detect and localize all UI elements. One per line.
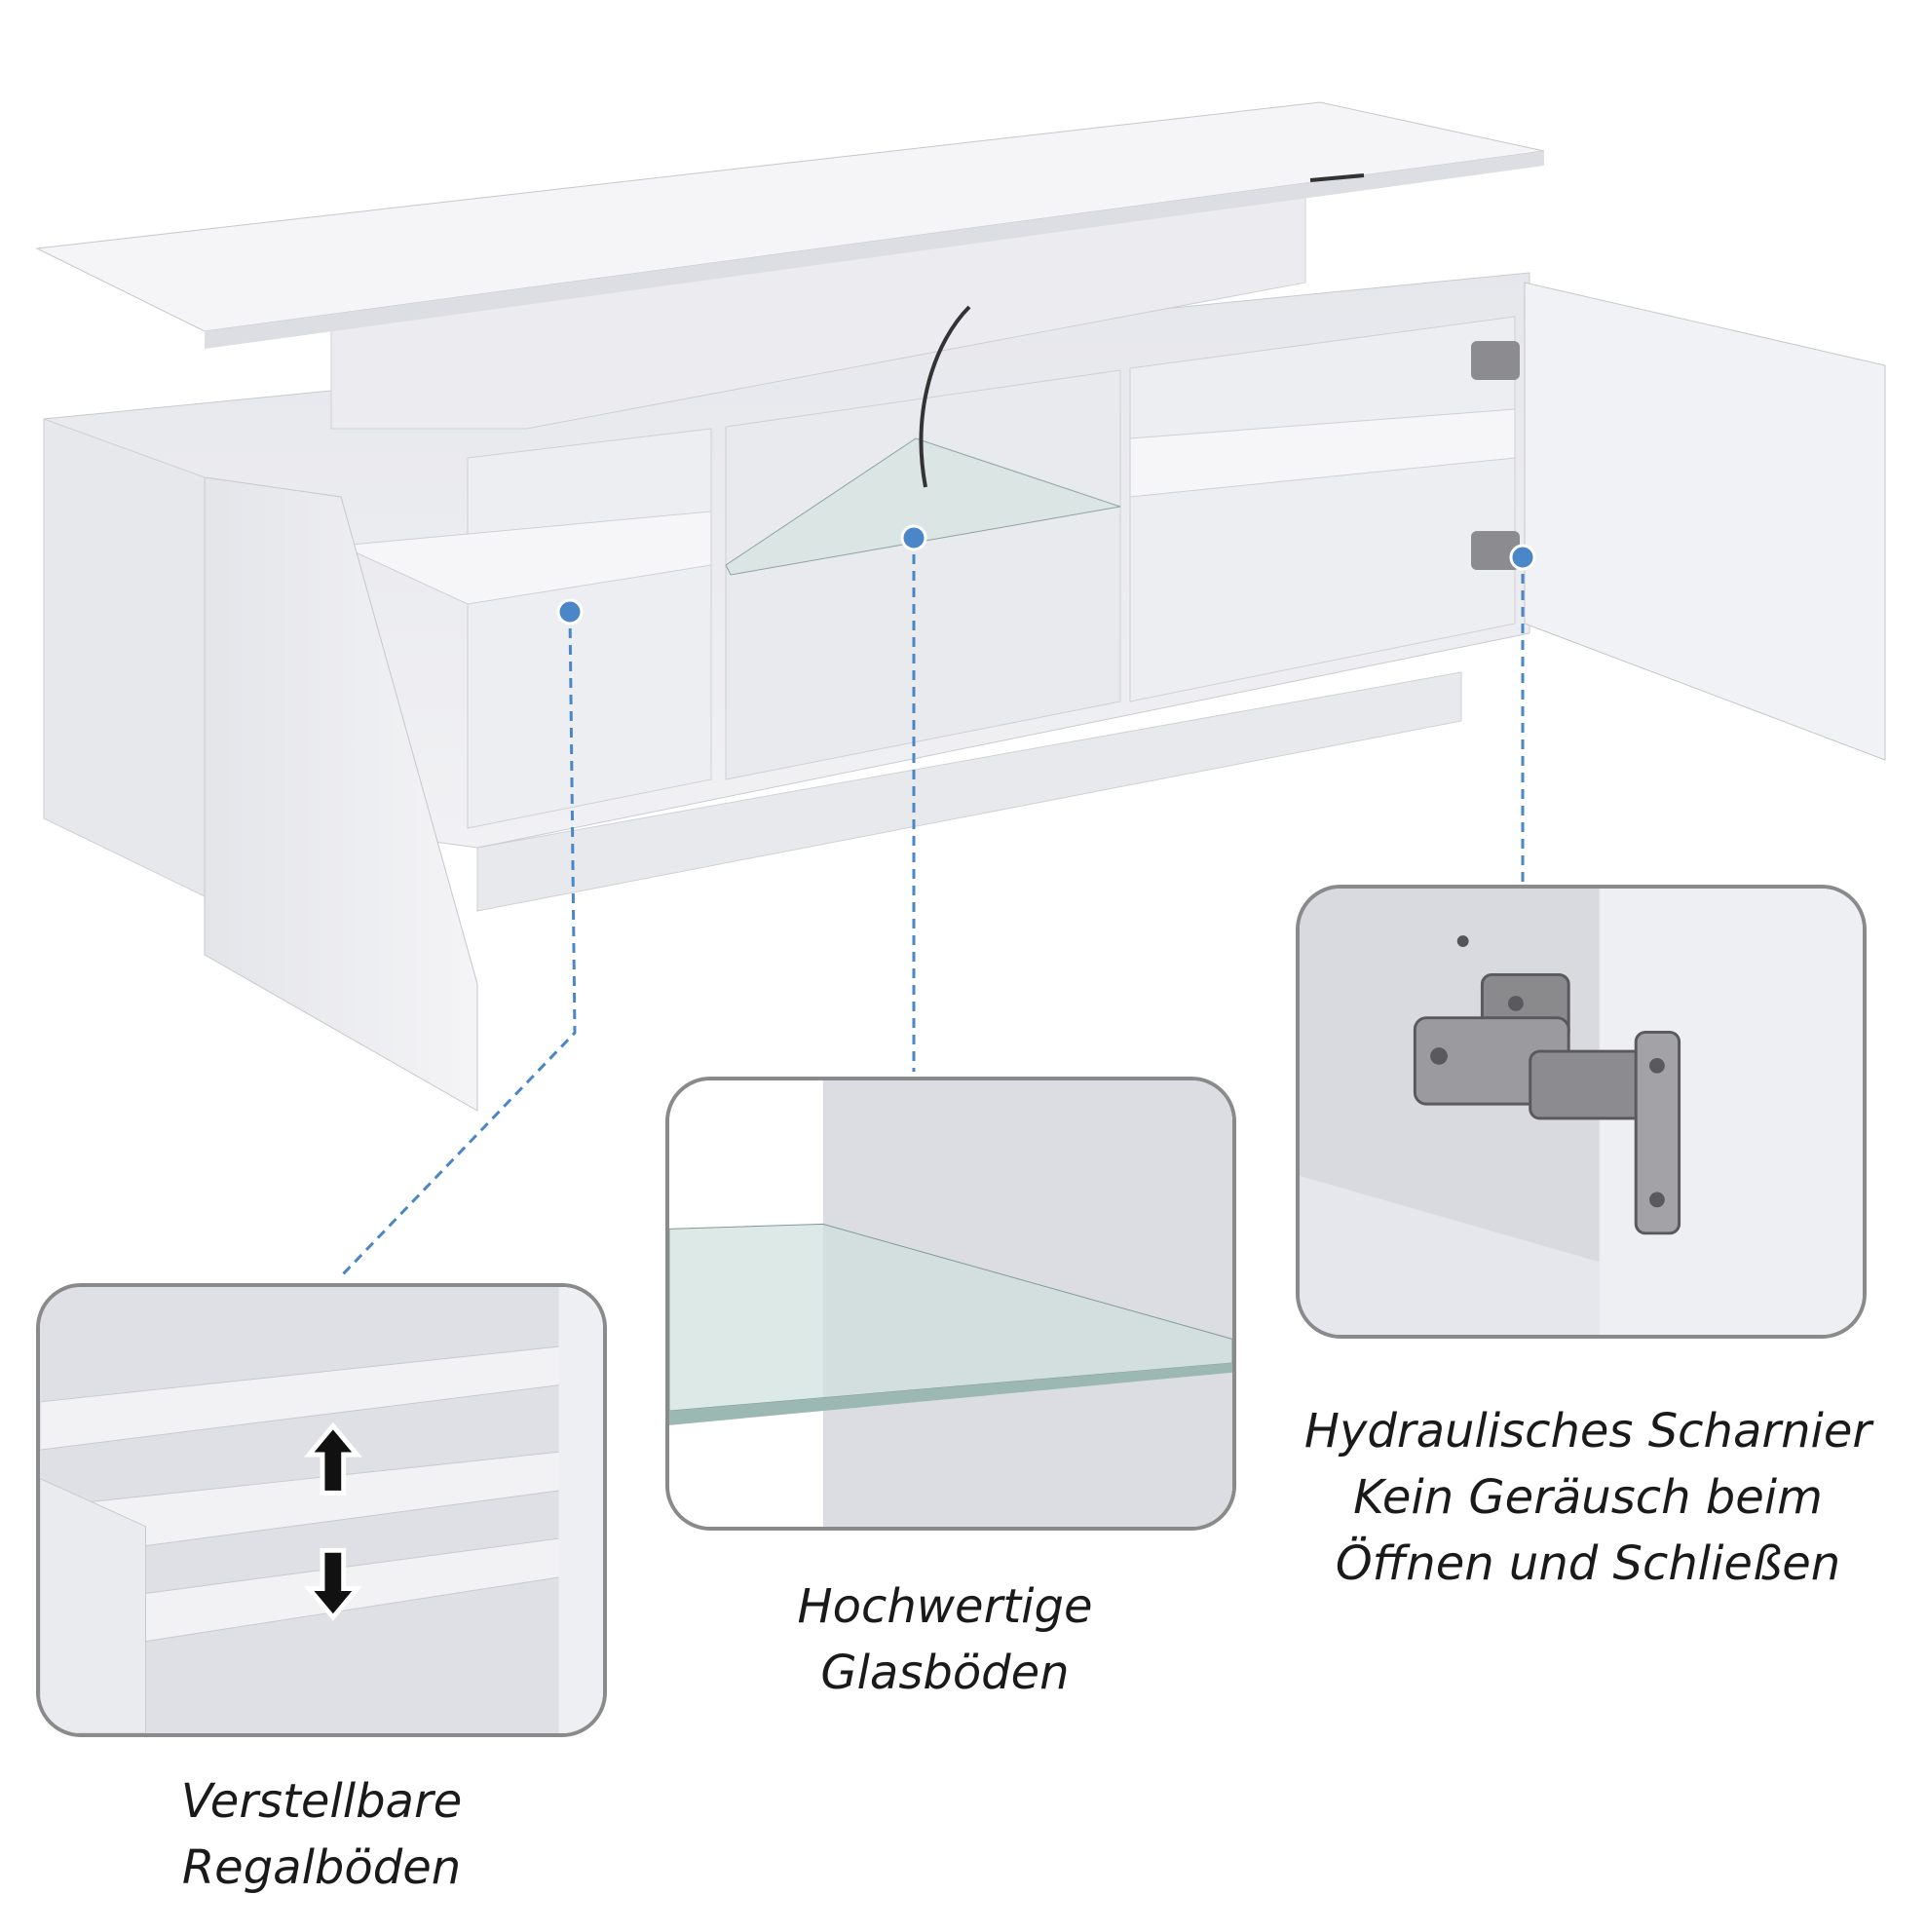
marker-dot-hinge [1509, 544, 1536, 571]
caption-hinge-line3: Öffnen und Schließen [1335, 1536, 1841, 1591]
caption-hinge-line2: Kein Geräusch beim [1353, 1470, 1823, 1525]
caption-glass-line2: Glasböden [820, 1646, 1070, 1700]
up-down-arrows-icon [303, 1421, 362, 1621]
caption-hydraulic-hinge: Hydraulisches Scharnier Kein Geräusch be… [1266, 1398, 1909, 1597]
caption-glass-shelves: Hochwertige Glasböden [740, 1573, 1150, 1706]
caption-glass-line1: Hochwertige [797, 1579, 1093, 1634]
detail-panel-shelves [36, 1283, 607, 1737]
caption-shelf-line2: Regalböden [181, 1840, 462, 1895]
caption-shelf-line1: Verstellbare [180, 1774, 463, 1829]
marker-dot-shelf [556, 598, 584, 625]
hinge-icon [1413, 972, 1681, 1235]
detail-panel-hinge [1296, 885, 1867, 1339]
caption-hinge-line1: Hydraulisches Scharnier [1303, 1404, 1872, 1458]
detail-panel-glass [665, 1077, 1236, 1531]
caption-adjustable-shelves: Verstellbare Regalböden [146, 1768, 497, 1901]
leader-line-shelf [339, 611, 577, 1278]
marker-dot-glass [900, 524, 927, 551]
